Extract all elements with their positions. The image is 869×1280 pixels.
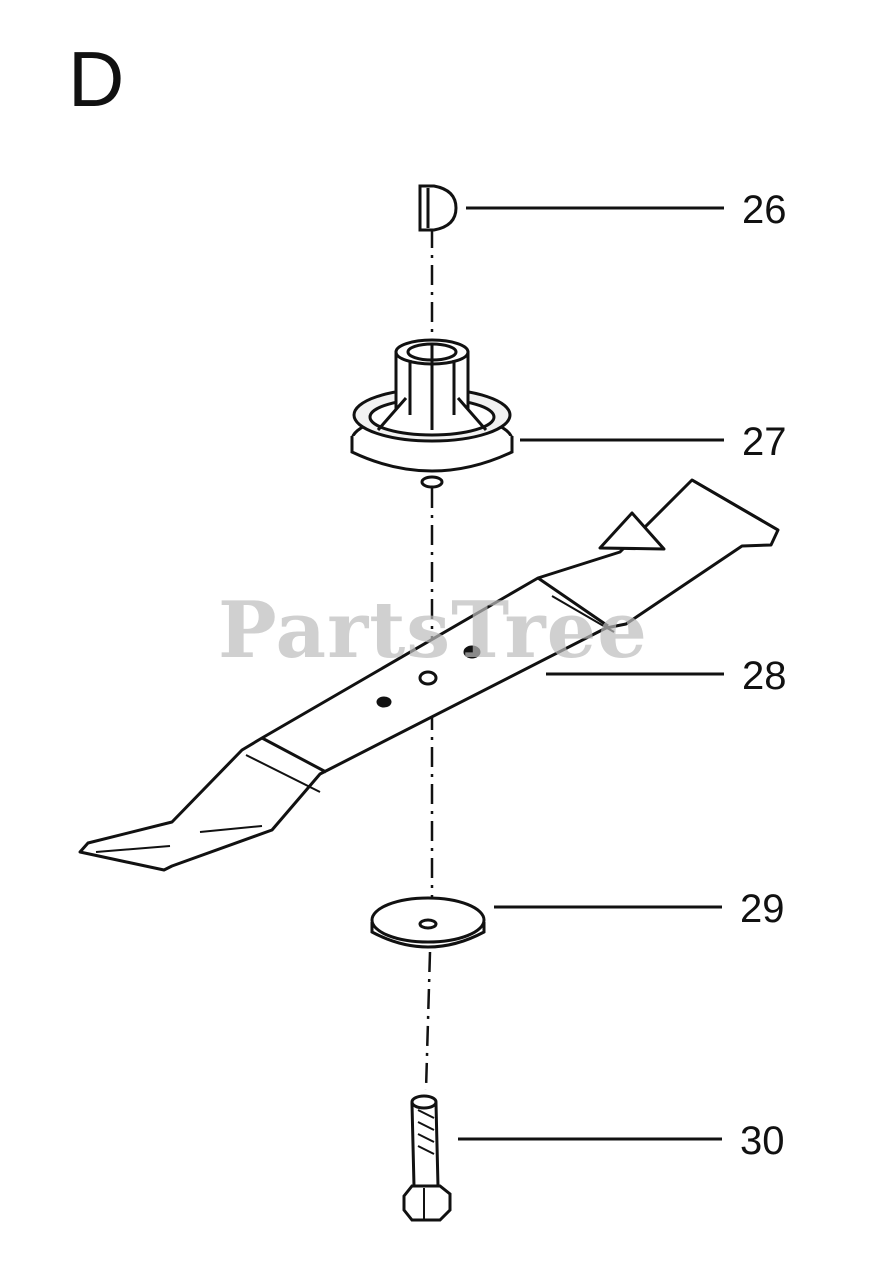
callout-30: 30 [740, 1119, 785, 1163]
callout-27: 27 [742, 420, 787, 464]
watermark: PartsTree [218, 585, 648, 676]
part-27-blade-hub [350, 338, 514, 489]
leader-lines [458, 206, 724, 1141]
part-26-key [418, 184, 458, 232]
part-29-washer [370, 896, 486, 949]
part-28-blade [78, 478, 780, 872]
section-letter: D [68, 35, 125, 123]
callout-26: 26 [742, 188, 787, 232]
callout-29: 29 [740, 887, 785, 931]
part-30-bolt [402, 1094, 452, 1222]
callout-28: 28 [742, 654, 787, 698]
